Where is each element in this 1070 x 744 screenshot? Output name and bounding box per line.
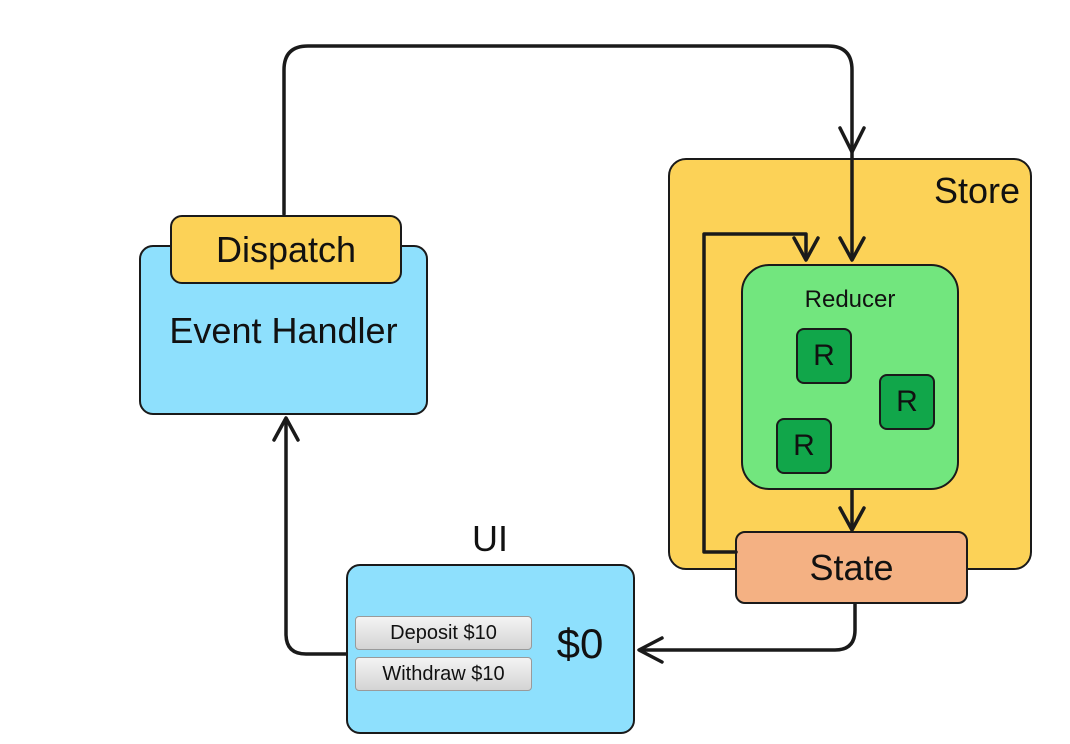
reducer-item-label: R [896,385,918,418]
arrow-state-to-ui [638,602,857,652]
arrowhead-reducer-to-state [838,506,866,532]
withdraw-button[interactable]: Withdraw $10 [355,657,532,691]
arrowhead-ui-to-event-handler [272,416,300,442]
arrowhead-store-entry [838,126,866,154]
state-box: State [735,531,968,604]
balance-value: $0 [556,620,604,667]
arrowhead-dispatch-to-reducer [838,236,866,262]
deposit-button-label: Deposit $10 [390,621,497,644]
reducer-item-3: R [776,418,832,474]
deposit-button[interactable]: Deposit $10 [355,616,532,650]
dispatch-box: Dispatch [170,215,402,284]
arrowhead-state-to-ui [637,636,664,664]
reducer-item-1: R [796,328,852,384]
arrow-ui-to-event-handler [284,418,348,656]
reducer-item-2: R [879,374,935,430]
reducer-label: Reducer [804,286,896,313]
withdraw-button-label: Withdraw $10 [382,662,505,685]
arrowhead-state-loop [792,236,820,262]
arrow-state-loop-to-reducer [702,232,808,554]
reducer-item-label: R [813,339,835,372]
ui-title: UI [472,518,508,559]
store-label: Store [933,170,1020,211]
state-label: State [809,546,894,588]
event-handler-label: Event Handler [169,310,398,351]
reducer-item-label: R [793,429,815,462]
dispatch-label: Dispatch [215,228,357,270]
arrow-dispatch-to-reducer [282,44,854,260]
